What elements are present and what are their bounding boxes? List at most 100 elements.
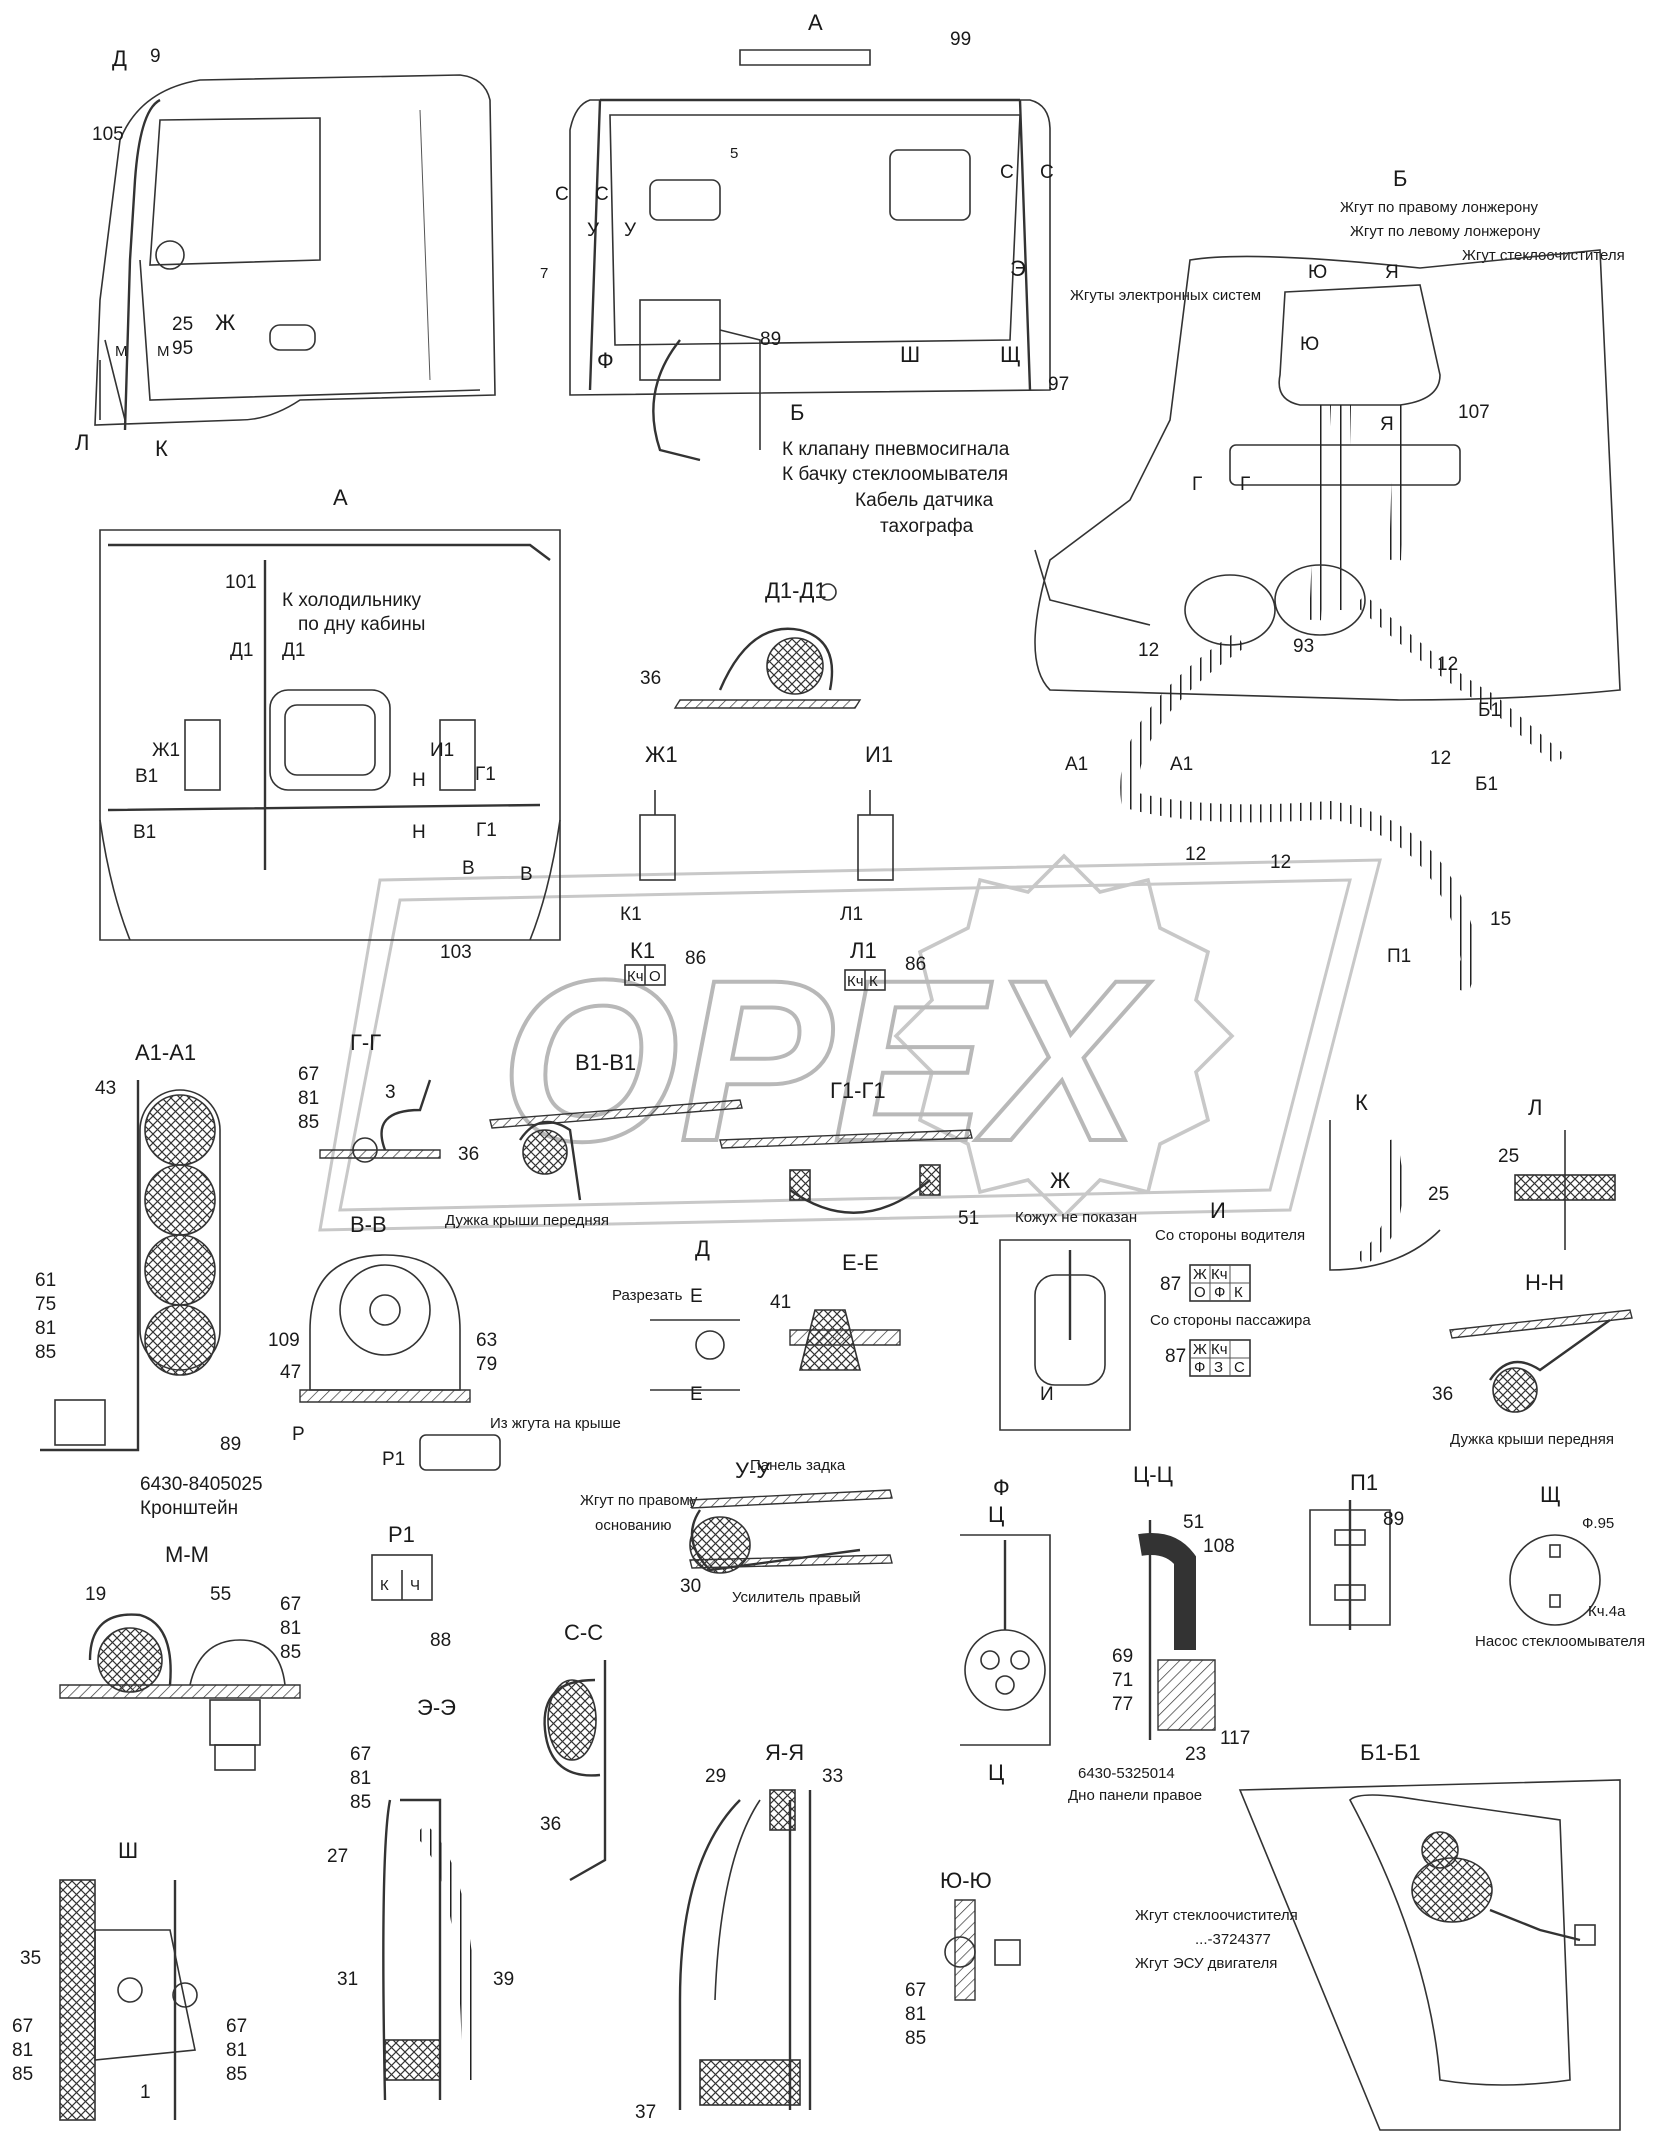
i-driver-top-1: Ж [1193, 1266, 1207, 1283]
callout-S-4: С [1040, 162, 1054, 183]
callout-67-GG: 67 [298, 1064, 319, 1085]
callout-15: 15 [1490, 909, 1511, 930]
view-P1-title: Р1 [388, 1522, 415, 1547]
note-bracket-code: 6430-8405025 [140, 1474, 263, 1495]
callout-63: 63 [476, 1330, 497, 1351]
section-A1-title: А1-А1 [135, 1040, 196, 1065]
callout-36-SS: 36 [540, 1814, 561, 1835]
view-A-arrow: А [808, 10, 823, 35]
callout-S-3: С [1000, 162, 1014, 183]
view-I-title: И [1210, 1198, 1226, 1223]
callout-97: 97 [1048, 374, 1069, 395]
view-Sh-title: Ш [118, 1838, 138, 1863]
callout-86-L1: 86 [905, 954, 926, 975]
note-f95: Ф.95 [1582, 1515, 1614, 1532]
callout-S-2: С [595, 184, 609, 205]
callout-41: 41 [770, 1292, 791, 1313]
note-tacho: тахографа [880, 516, 974, 537]
detail-I1-title: И1 [865, 742, 893, 767]
section-V1-title: В1-В1 [575, 1050, 636, 1075]
callout-E-1: Е [690, 1286, 703, 1307]
callout-86-K1: 86 [685, 948, 706, 969]
connector-P1: К Ч [371, 1554, 433, 1601]
callout-87-pass: 87 [1165, 1346, 1186, 1367]
section-B1-B1: Б1-Б1 Жгут стеклоочистителя ...-3724377 … [1135, 1740, 1621, 2131]
callout-B1-1: Б1 [1478, 700, 1501, 721]
callout-V-1: В [462, 858, 475, 879]
k1-pin-2: О [649, 968, 661, 985]
note-tacho-cable: Кабель датчика [855, 490, 994, 511]
connector-I-passenger: Ж Кч Ф З С [1189, 1339, 1251, 1377]
callout-U-1: У [587, 220, 600, 241]
view-B-frame: Б Жгут по правому лонжерону Жгут по лево… [1034, 166, 1625, 993]
callout-109: 109 [268, 1330, 300, 1351]
connector-K1: Кч О [624, 964, 666, 986]
callout-25-L: 25 [1498, 1146, 1519, 1167]
section-B1B1-title: Б1-Б1 [1360, 1740, 1421, 1765]
callout-85-MM: 85 [280, 1642, 301, 1663]
callout-93: 93 [1293, 636, 1314, 657]
section-MM-title: М-М [165, 1542, 209, 1567]
l1-pin-1: Кч [847, 973, 864, 990]
callout-88: 88 [430, 1630, 451, 1651]
callout-7: 7 [540, 265, 548, 282]
note-ecu-code: ...-3724377 [1195, 1931, 1271, 1948]
callout-U-2: У [624, 220, 637, 241]
note-rear-panel: Панель задка [750, 1457, 846, 1474]
cab-rear-view: А 99 5 7 С С С С У У Ф 89 Э Ш Щ 97 Б К к… [540, 10, 1069, 537]
note-right-frame: Жгут по правому лонжерону [1340, 199, 1538, 216]
view-F-title: Ф [993, 1475, 1010, 1500]
callout-75: 75 [35, 1294, 56, 1315]
view-A-title: А [333, 485, 348, 510]
callout-71: 71 [1112, 1670, 1133, 1691]
view-D-title: Д [695, 1236, 710, 1261]
callout-12-c: 12 [1430, 748, 1451, 769]
callout-37: 37 [635, 2102, 656, 2123]
view-Shch-title: Щ [1540, 1482, 1561, 1507]
callout-85-A1: 85 [35, 1342, 56, 1363]
callout-81-Sh-L: 81 [12, 2040, 33, 2061]
callout-23: 23 [1185, 1744, 1206, 1765]
i-driver-bottom-1: О [1194, 1284, 1206, 1301]
callout-87-driver: 87 [1160, 1274, 1181, 1295]
view-Pi1-title: П1 [1350, 1470, 1378, 1495]
callout-61: 61 [35, 1270, 56, 1291]
callout-81-A1: 81 [35, 1318, 56, 1339]
callout-107: 107 [1458, 402, 1490, 423]
section-V-V: В-В 109 47 63 79 Р Р1 Из жгута на крыше [268, 1212, 621, 1471]
callout-L1-arrow: Л1 [840, 904, 863, 925]
section-EhEh-title: Э-Э [417, 1695, 456, 1720]
callout-Ts-2: Ц [988, 1760, 1004, 1785]
callout-G1-2: Г1 [476, 820, 497, 841]
note-bracket: Кронштейн [140, 1498, 238, 1519]
view-K-L: К 25 Л 25 [1329, 1090, 1616, 1271]
view-K-title: К [1355, 1090, 1368, 1115]
callout-Yu-2: Ю [1300, 334, 1319, 355]
callout-36-V1: 36 [458, 1144, 479, 1165]
callout-81-Sh-R: 81 [226, 2040, 247, 2061]
callout-D-side: Д [112, 46, 127, 71]
callout-67-Sh-R: 67 [226, 2016, 247, 2037]
callout-Ts-1: Ц [988, 1502, 1004, 1527]
section-GG-title: Г-Г [350, 1030, 381, 1055]
note-driver-side: Со стороны водителя [1155, 1227, 1305, 1244]
callout-D1-1: Д1 [230, 640, 253, 661]
callout-33: 33 [822, 1766, 843, 1787]
view-Shch: Щ Ф.95 Кч.4а Насос стеклоомывателя [1475, 1482, 1645, 1650]
k1-pin-1: Кч [627, 968, 644, 985]
callout-12-e: 12 [1270, 852, 1291, 873]
callout-55: 55 [210, 1584, 231, 1605]
callout-Ya-1: Я [1385, 262, 1399, 283]
section-Yu-Yu: Ю-Ю 67 81 85 [905, 1868, 1021, 2049]
p1-pin-2: Ч [410, 1577, 420, 1594]
callout-B-rear: Б [790, 400, 804, 425]
callout-27: 27 [327, 1846, 348, 1867]
callout-P1: Р1 [382, 1449, 405, 1470]
view-P1: Р1 К Ч 88 [371, 1522, 451, 1651]
callout-B1-2: Б1 [1475, 774, 1498, 795]
callout-G-1: Г [1192, 474, 1202, 495]
callout-K-side: К [155, 436, 168, 461]
callout-Shch: Щ [1000, 342, 1021, 367]
view-D-EE: Д Разрезать Е Е Е-Е 41 [612, 1236, 901, 1405]
cab-side-view: Д 9 105 25 95 Ж М М Л К [75, 46, 496, 461]
